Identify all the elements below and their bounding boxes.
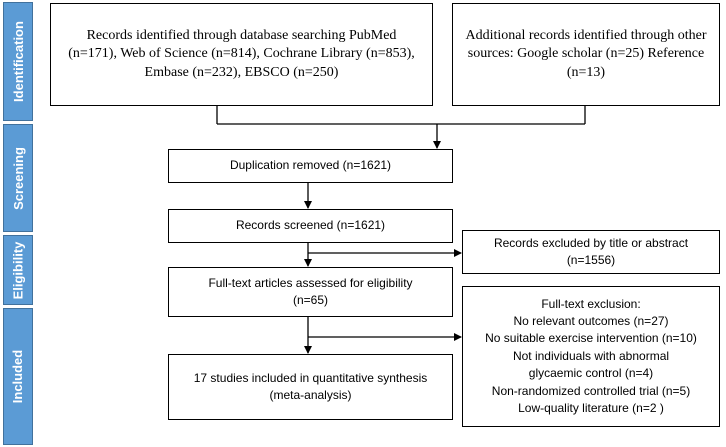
included-studies-box: 17 studies included in quantitative synt… [168,354,453,420]
duplicates-removed-text: Duplication removed (n=1621) [229,158,392,173]
fulltext-assessed-text: Full-text articles assessed for eligibil… [208,275,413,307]
phase-included: Included [3,308,33,445]
exclusion-reason: Non-randomized controlled trial (n=5) [491,383,691,398]
exclusion-reason: No relevant outcomes (n=27) [513,314,669,329]
exclusion-reason: Low-quality literature (n=2 ) [518,400,664,415]
records-screened-text: Records screened (n=1621) [235,218,386,233]
exclusion-reason: No suitable exercise intervention (n=10) [485,331,697,346]
other-sources-text: Additional records identified through ot… [465,28,707,80]
fulltext-exclusion-heading: Full-text exclusion: [541,296,641,311]
excluded-title-abstract-text: Records excluded by title or abstract (n… [493,235,689,267]
phase-eligibility: Eligibility [3,235,33,305]
other-sources-box: Additional records identified through ot… [452,3,720,106]
database-search-box: Records identified through database sear… [50,3,433,106]
records-screened-box: Records screened (n=1621) [168,209,453,243]
database-search-text: Records identified through database sear… [68,28,415,80]
exclusion-reason: Not individuals with abnormal glycaemic … [512,348,670,381]
duplicates-removed-box: Duplication removed (n=1621) [168,149,453,183]
fulltext-assessed-box: Full-text articles assessed for eligibil… [168,267,453,317]
phase-identification: Identification [3,2,33,121]
phase-screening: Screening [3,124,33,232]
excluded-title-abstract-box: Records excluded by title or abstract (n… [462,230,720,274]
fulltext-exclusion-box: Full-text exclusion: No relevant outcome… [462,286,720,427]
included-studies-text: 17 studies included in quantitative synt… [193,370,428,402]
